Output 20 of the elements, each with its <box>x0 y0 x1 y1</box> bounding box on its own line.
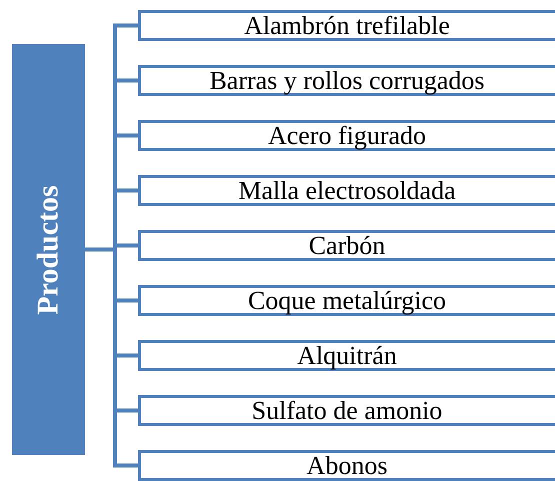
product-box <box>138 10 555 41</box>
product-box <box>138 120 555 151</box>
product-label: Malla electrosoldada <box>238 178 456 204</box>
product-label: Barras y rollos corrugados <box>209 68 485 94</box>
product-box <box>138 175 555 206</box>
product-box <box>138 230 555 261</box>
product-box <box>138 340 555 371</box>
product-label: Alambrón trefilable <box>244 12 450 38</box>
product-label: Coque metalúrgico <box>248 288 446 314</box>
product-label: Sulfato de amonio <box>252 398 442 424</box>
product-box <box>138 285 555 316</box>
product-label: Abonos <box>306 452 388 478</box>
product-box <box>138 395 555 426</box>
category-label: Productos <box>32 184 66 314</box>
product-label: Acero figurado <box>268 122 426 148</box>
product-box <box>138 65 555 96</box>
category-bar <box>12 44 85 455</box>
product-label: Carbón <box>308 232 386 258</box>
product-box <box>138 450 555 481</box>
product-label: Alquitrán <box>297 342 397 368</box>
